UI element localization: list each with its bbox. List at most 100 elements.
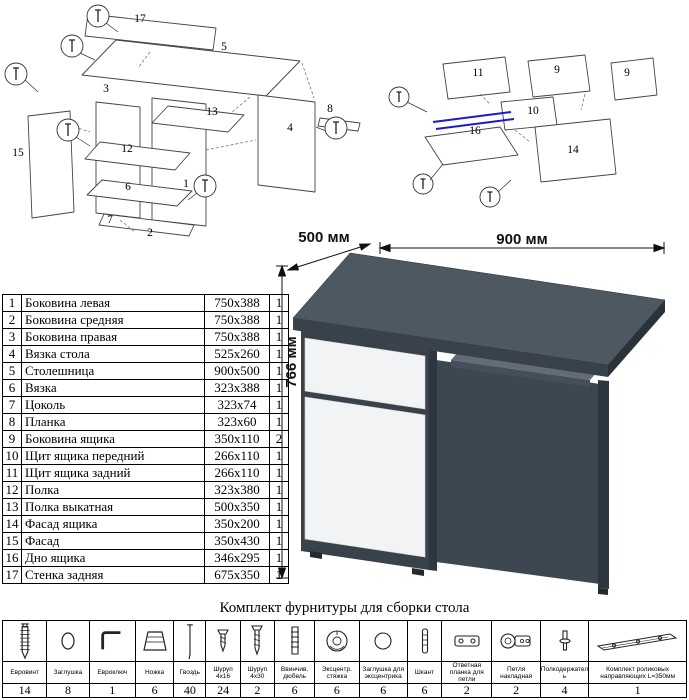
hardware-item-name: Заглушка для эксцентрика [358,661,408,684]
part-label-14: 14 [567,144,579,156]
dowel-screw-icon [273,620,316,662]
cam-cap-icon [358,620,408,662]
screw-glyphs [396,91,493,202]
part-size: 350x200 [204,515,270,533]
part-qty: 1 [269,498,289,516]
part-size: 266x110 [204,447,270,465]
keyboard-shelf-panel [151,105,245,133]
part-label-2: 2 [147,227,153,239]
drawer-side-panel-1 [527,54,591,98]
part-label-11: 11 [472,67,483,79]
part-size: 266x110 [204,464,270,482]
drawer-back-panel [442,56,511,100]
part-size: 323x74 [204,396,270,414]
screw-30-icon [239,620,275,662]
roller-guide-icon [588,620,687,662]
part-name: Щит ящика задний [21,464,205,482]
part-name: Боковина правая [21,328,205,346]
height-dimension [276,264,288,580]
hardware-item-name: Ввинчив. дюбель [273,661,316,684]
hardware-kit-title: Комплект фурнитуры для сборки стола [219,600,470,616]
middle-side-edge [429,350,437,571]
hinge-icon [491,620,541,662]
part-label-5: 5 [221,41,227,53]
hardware-item-qty: 8 [46,683,90,698]
desktop-right-edge [608,300,665,377]
hardware-item-name: Шкант [406,661,443,684]
part-num: 17 [2,566,22,584]
back-wall-panel [84,13,217,51]
hardware-item-qty: 6 [358,683,408,698]
part-label-8: 8 [327,103,333,115]
part-label-10: 10 [527,105,539,117]
hardware-item-qty: 14 [1,683,48,698]
part-size: 323x60 [204,413,270,431]
part-name: Цоколь [21,396,205,414]
part-label-3: 3 [103,83,109,95]
part-num: 9 [2,430,22,448]
callout-leader-lines [406,101,512,193]
part-qty: 1 [269,481,289,499]
part-name: Фасад [21,532,205,550]
part-num: 11 [2,464,22,482]
part-name: Боковина средняя [21,311,205,329]
hinge-plate-icon [441,620,493,662]
hardware-item-qty: 6 [406,683,443,698]
part-size: 750x388 [204,328,270,346]
right-side-edge [598,380,609,589]
part-size: 675x350 [204,566,270,584]
hardware-item-qty: 2 [491,683,541,698]
hardware-item-name: Гвоздь [173,661,207,684]
roller-guide-rails [432,111,515,130]
drawer-side-panel-2 [610,57,658,101]
part-size: 900x500 [204,362,270,380]
foot-icon [134,620,175,662]
nail-icon [173,620,207,662]
part-size: 323x388 [204,379,270,397]
part-num: 15 [2,532,22,550]
part-name: Боковина ящика [21,430,205,448]
part-num: 3 [2,328,22,346]
drawer-facade-panel [534,118,617,183]
drawer-front [304,337,426,410]
part-name: Щит ящика передний [21,447,205,465]
part-name: Фасад ящика [21,515,205,533]
part-name: Столешница [21,362,205,380]
cam-lock-icon [314,620,360,662]
part-num: 8 [2,413,22,431]
hardware-item-name: Шуруп 4x30 [239,661,275,684]
exploded-view-drawer: 11 9 9 10 16 14 [388,54,658,208]
part-size: 346x295 [204,549,270,567]
hardware-item-name: Полкодержатель [539,661,590,684]
part-num: 12 [2,481,22,499]
hardware-item-qty: 24 [205,683,241,698]
shelf-pin-icon [539,620,590,662]
part-label-15: 15 [12,147,24,159]
hardware-item-qty: 40 [173,683,207,698]
width-dimension-label: 900 мм [496,232,547,248]
drawer-bottom-panel [424,126,519,166]
part-label-1: 1 [183,178,189,190]
part-label-16: 16 [469,125,481,137]
part-size: 500x350 [204,498,270,516]
wood-dowel-icon [406,620,443,662]
part-num: 7 [2,396,22,414]
exploded-view-main: 17 5 3 13 12 6 7 15 8 1 2 4 [4,4,361,239]
confirmat-screw-icon [1,620,48,662]
part-size: 750x388 [204,311,270,329]
desk-interior [436,360,600,584]
keyboard-tray-edge [451,360,590,387]
part-label-12: 12 [121,143,133,155]
desk-figure: 900 мм 500 мм 766 мм [276,232,666,595]
